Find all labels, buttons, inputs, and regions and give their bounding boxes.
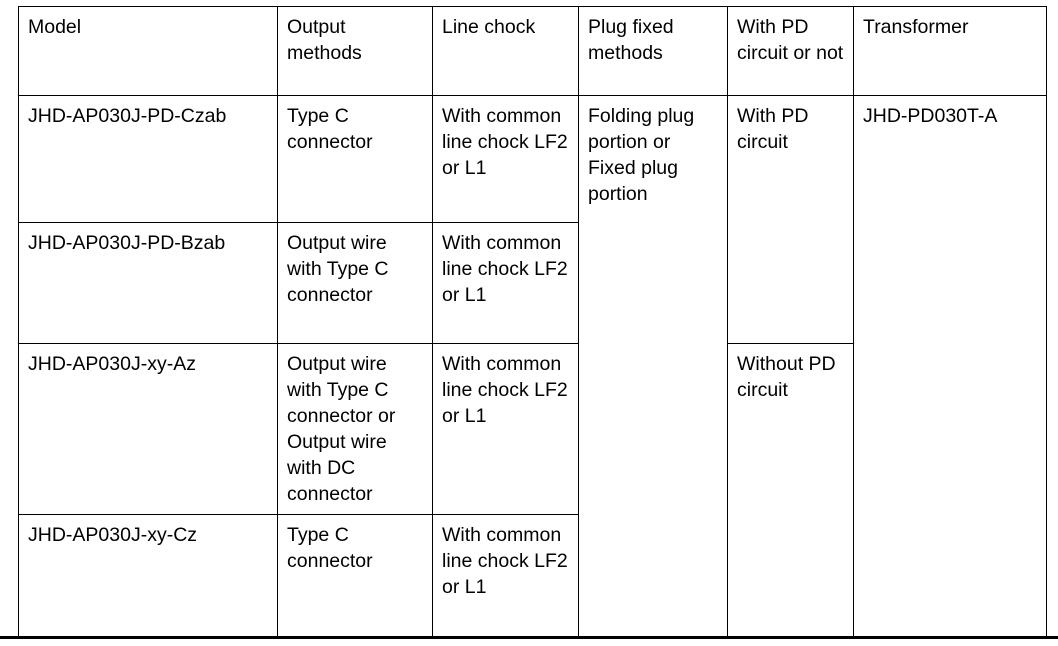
column-header-transformer: Transformer	[853, 6, 1047, 96]
cell-output-methods: Output wire with Type C connector or Out…	[277, 343, 433, 515]
table-row: JHD-AP030J-PD-Bzab Output wire with Type…	[18, 222, 1047, 344]
header-label-line-chock: Line chock	[442, 16, 536, 38]
cell-output-methods: Type C connector	[277, 95, 433, 223]
header-label-output-methods: Output methods	[287, 16, 362, 64]
header-label-pd-circuit: With PD circuit or not	[737, 16, 844, 64]
column-header-output-methods: Output methods	[277, 6, 433, 96]
table-row: JHD-AP030J-xy-Cz Type C connector With c…	[18, 514, 1047, 639]
cell-model: JHD-AP030J-xy-Cz	[18, 514, 278, 639]
cell-pd-circuit-without: Without PD circuit	[727, 343, 854, 639]
table-header-row: Model Output methods Line chock Plug fix…	[18, 6, 1047, 96]
line-chock-value: With common line chock LF2 or L1	[442, 524, 568, 598]
model-value: JHD-AP030J-xy-Cz	[28, 524, 198, 546]
line-chock-value: With common line chock LF2 or L1	[442, 353, 568, 427]
header-label-transformer: Transformer	[863, 16, 969, 38]
cell-line-chock: With common line chock LF2 or L1	[432, 343, 579, 515]
cell-pd-circuit-with: With PD circuit	[727, 95, 854, 344]
header-label-plug-fixed-methods: Plug fixed methods	[588, 16, 674, 64]
table-row: JHD-AP030J-xy-Az Output wire with Type C…	[18, 343, 1047, 639]
pd-circuit-value: Without PD circuit	[737, 353, 836, 401]
cell-line-chock: With common line chock LF2 or L1	[432, 514, 579, 639]
cell-model: JHD-AP030J-xy-Az	[18, 343, 278, 515]
line-chock-value: With common line chock LF2 or L1	[442, 105, 568, 179]
cell-plug-fixed-methods: Folding plug portion or Fixed plug porti…	[578, 95, 728, 639]
plug-fixed-methods-value: Folding plug portion or Fixed plug porti…	[588, 105, 695, 205]
cell-output-methods: Output wire with Type C connector	[277, 222, 433, 344]
column-header-plug-fixed-methods: Plug fixed methods	[578, 6, 728, 96]
cell-model: JHD-AP030J-PD-Bzab	[18, 222, 278, 344]
output-methods-value: Type C connector	[287, 105, 373, 153]
output-methods-value: Type C connector	[287, 524, 373, 572]
cell-output-methods: Type C connector	[277, 514, 433, 639]
cell-line-chock: With common line chock LF2 or L1	[432, 95, 579, 223]
transformer-value: JHD-PD030T-A	[863, 105, 998, 127]
cell-model: JHD-AP030J-PD-Czab	[18, 95, 278, 223]
line-chock-value: With common line chock LF2 or L1	[442, 232, 568, 306]
pd-circuit-value: With PD circuit	[737, 105, 809, 153]
column-header-model: Model	[18, 6, 278, 96]
column-header-pd-circuit: With PD circuit or not	[727, 6, 854, 96]
model-value: JHD-AP030J-PD-Bzab	[28, 232, 226, 254]
product-specification-table: Model Output methods Line chock Plug fix…	[18, 6, 1047, 639]
cell-line-chock: With common line chock LF2 or L1	[432, 222, 579, 344]
header-label-model: Model	[28, 16, 82, 38]
table-row: JHD-AP030J-PD-Czab Type C connector With…	[18, 95, 1047, 639]
column-header-line-chock: Line chock	[432, 6, 579, 96]
page-bottom-rule	[0, 636, 1058, 639]
model-value: JHD-AP030J-PD-Czab	[28, 105, 227, 127]
output-methods-value: Output wire with Type C connector or Out…	[287, 353, 396, 505]
output-methods-value: Output wire with Type C connector	[287, 232, 389, 306]
cell-transformer: JHD-PD030T-A	[853, 95, 1047, 639]
model-value: JHD-AP030J-xy-Az	[28, 353, 196, 375]
